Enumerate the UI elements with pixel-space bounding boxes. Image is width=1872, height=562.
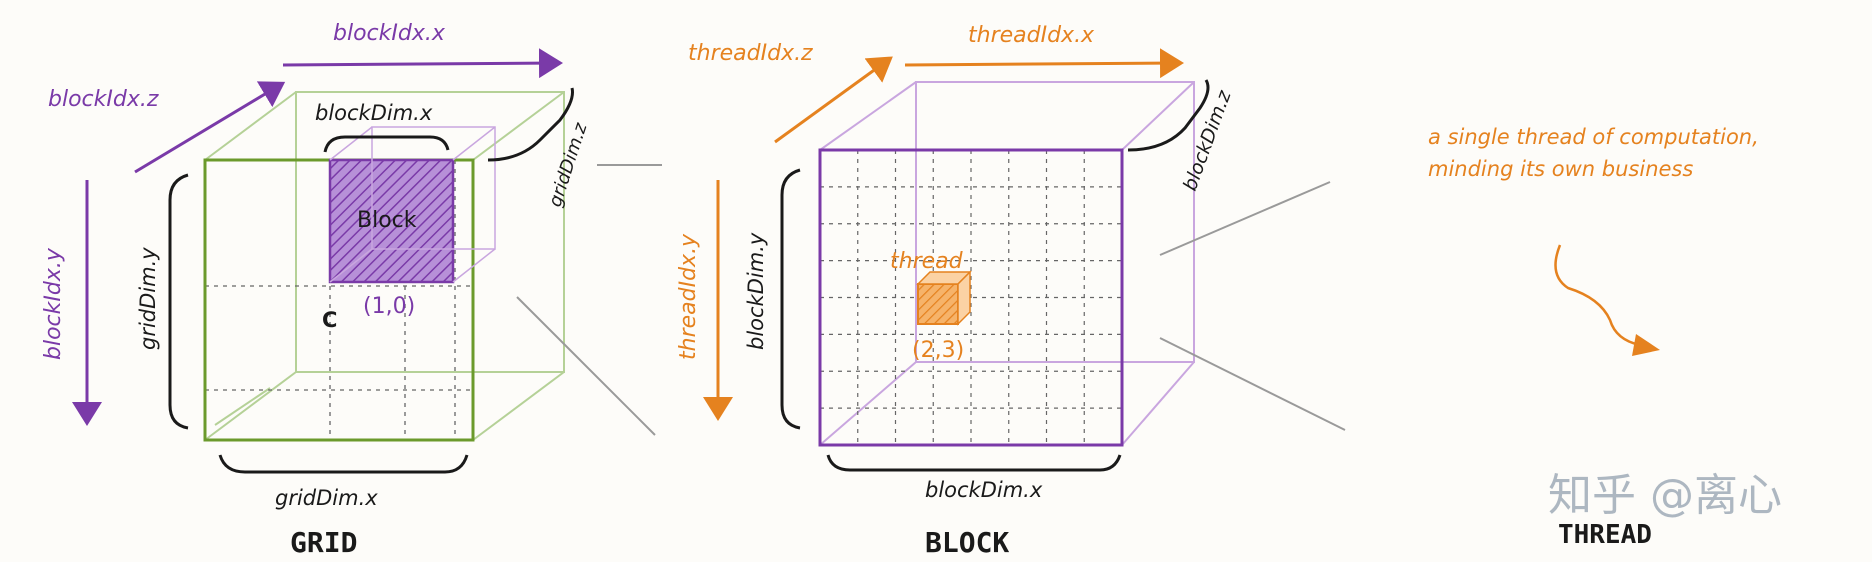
blockidx-x-arrow	[282, 48, 563, 79]
block-dim-z-label: blockDim.z	[1179, 87, 1236, 194]
block-axis-y-label: threadIdx.y	[676, 233, 701, 360]
grid-axis-y-label: blockIdx.y	[41, 247, 66, 360]
grid-block	[328, 126, 496, 284]
grid-dim-x-label: gridDim.x	[275, 486, 378, 510]
block-dim-x-label: blockDim.x	[925, 478, 1043, 502]
grid-axis-x-label: blockIdx.x	[333, 21, 446, 46]
block-dim-y-label: blockDim.y	[744, 232, 768, 350]
block-thread-coord: (2,3)	[912, 338, 964, 363]
grid-block-dim-x-label: blockDim.x	[315, 101, 433, 125]
block-cube-back	[819, 81, 1195, 446]
threadidx-z-arrow	[774, 56, 893, 144]
grid-dim-z-label: gridDim.z	[545, 120, 592, 210]
block-diagram: threadIdx.x threadIdx.z threadIdx.y bloc…	[676, 23, 1346, 559]
thread-diagram: a single thread of computation, minding …	[1428, 125, 1782, 550]
watermark: 知乎 @离心	[1548, 470, 1782, 521]
grid-axis-z-label: blockIdx.z	[48, 87, 159, 112]
thread-arrowhead	[1632, 334, 1660, 356]
thread-title: THREAD	[1558, 520, 1652, 550]
grid-dim-x-brace	[218, 454, 469, 474]
thread-caption-line1: a single thread of computation,	[1428, 125, 1759, 149]
block-title: BLOCK	[925, 526, 1009, 559]
grid-dim-y-brace	[168, 173, 189, 430]
grid-zoom-line-2	[516, 296, 656, 436]
block-thread-label: thread	[890, 249, 964, 274]
block-cube-front	[818, 148, 1124, 447]
grid-stray-letter: C	[322, 308, 337, 332]
block-zoom-line-2	[1159, 337, 1346, 431]
thread-squiggle-arrow	[1554, 244, 1641, 347]
block-axis-x-label: threadIdx.x	[968, 23, 1095, 48]
blockidx-z-arrow	[134, 81, 286, 174]
block-thread-cube	[916, 270, 972, 326]
grid-title: GRID	[290, 526, 357, 559]
block-axis-z-label: threadIdx.z	[688, 41, 813, 66]
thread-caption-line2: minding its own business	[1428, 157, 1693, 181]
threadidx-x-arrow	[904, 48, 1184, 79]
block-dim-x-brace	[826, 454, 1122, 472]
grid-block-label: Block	[357, 208, 417, 233]
block-dashed-grid	[820, 150, 1122, 445]
block-dim-z-brace	[1127, 79, 1210, 152]
grid-dim-z-brace	[487, 87, 574, 162]
block-zoom-line-1	[1159, 181, 1331, 256]
grid-diagram: blockIdx.x blockIdx.z blockIdx.y gridDim…	[41, 21, 662, 559]
grid-dim-y-label: gridDim.y	[136, 247, 160, 350]
block-dim-y-brace	[780, 168, 801, 430]
block-dim-x-brace	[323, 135, 450, 153]
grid-block-coord: (1,0)	[363, 294, 415, 319]
